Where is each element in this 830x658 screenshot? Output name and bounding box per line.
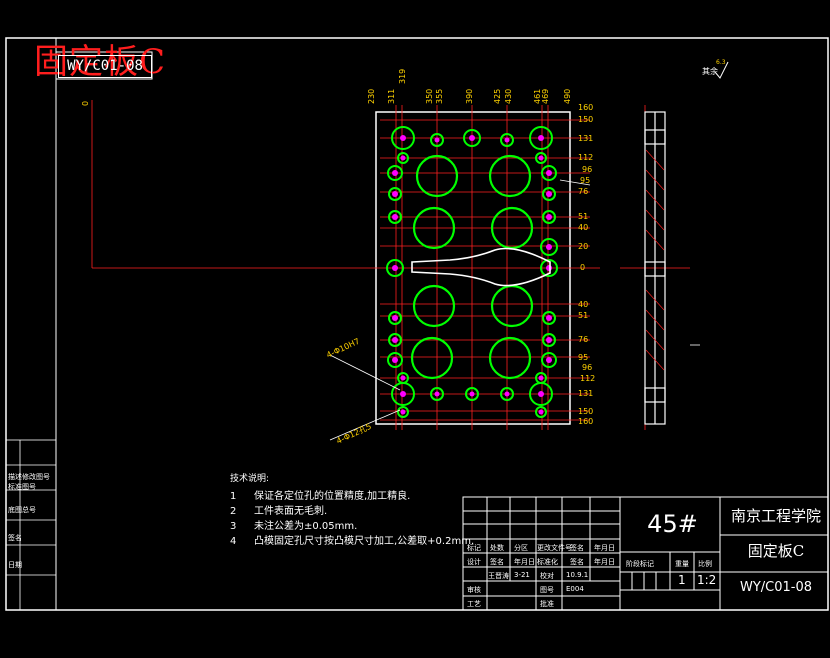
dim-311: 311: [387, 89, 396, 104]
quantity-value: 1: [678, 573, 686, 587]
dim-430: 430: [504, 89, 513, 104]
svg-text:150: 150: [578, 407, 593, 416]
dim-469: 469: [541, 89, 550, 104]
svg-text:95: 95: [578, 353, 588, 362]
dim-160-top: 160: [578, 103, 593, 112]
svg-text:96: 96: [582, 363, 592, 372]
drawing-number: WY/C01-08: [739, 580, 813, 595]
dim-230: 230: [367, 89, 376, 104]
hole-callout-1: 4-Φ10H7: [325, 337, 361, 360]
left-table-label: 日期: [8, 561, 22, 569]
title-block-grid: [462, 496, 829, 611]
dim-350: 350: [425, 89, 434, 104]
material-label: 45#: [647, 510, 698, 538]
left-table-label: 描述修改图号: [8, 473, 50, 481]
dim-390: 390: [465, 89, 474, 104]
svg-text:95: 95: [580, 176, 590, 185]
left-table-label: 底图总号: [8, 506, 36, 514]
guide-holes: [386, 126, 558, 418]
svg-text:6.3: 6.3: [716, 59, 726, 66]
svg-text:0: 0: [580, 263, 585, 272]
svg-text:76: 76: [578, 335, 588, 344]
top-dimension-labels: 230 319 311 350 355 390 425 430 461 469 …: [367, 69, 593, 112]
dim-490: 490: [563, 89, 572, 104]
school-name: 南京工程学院: [730, 507, 821, 525]
svg-text:40: 40: [578, 223, 588, 232]
svg-text:20: 20: [578, 242, 588, 251]
svg-text:112: 112: [580, 374, 595, 383]
svg-text:150: 150: [578, 115, 593, 124]
svg-text:160: 160: [578, 417, 593, 426]
svg-text:51: 51: [578, 212, 588, 221]
dim-355: 355: [435, 89, 444, 104]
centre-lines: [91, 100, 690, 430]
svg-text:131: 131: [578, 134, 593, 143]
svg-text:76: 76: [578, 187, 588, 196]
svg-text:112: 112: [578, 153, 593, 162]
left-table-label: 签名: [8, 534, 22, 542]
left-table-label: 标准图号: [8, 483, 36, 491]
svg-text:131: 131: [578, 389, 593, 398]
zero-label: 0: [81, 101, 90, 106]
notes-heading: 技术说明:: [230, 474, 270, 484]
side-view: [644, 111, 666, 425]
drawing-title: 固定板C: [34, 42, 167, 82]
dim-425: 425: [493, 89, 502, 104]
right-dimension-labels: 150 131 112 96 95 76 51 40 20 0 40 51 76…: [578, 115, 595, 426]
part-name: 固定板C: [747, 542, 805, 560]
hole-callout-2: 4-Φ12孔5: [335, 422, 373, 446]
svg-text:其余: 其余: [702, 66, 718, 76]
scale-value: 1:2: [697, 573, 717, 587]
svg-text:96: 96: [582, 165, 592, 174]
hole-centers: [392, 135, 552, 415]
svg-text:51: 51: [578, 311, 588, 320]
side-view-hatch: [645, 149, 665, 371]
svg-text:40: 40: [578, 300, 588, 309]
roughness-symbol: [714, 61, 729, 79]
punch-slot: [411, 247, 551, 287]
dim-319: 319: [398, 69, 407, 84]
callout-leaders: [329, 179, 700, 441]
drawing-code-tag: WY/C01-08: [58, 55, 152, 78]
left-revision-table: [5, 439, 57, 611]
dim-461: 461: [533, 89, 542, 104]
